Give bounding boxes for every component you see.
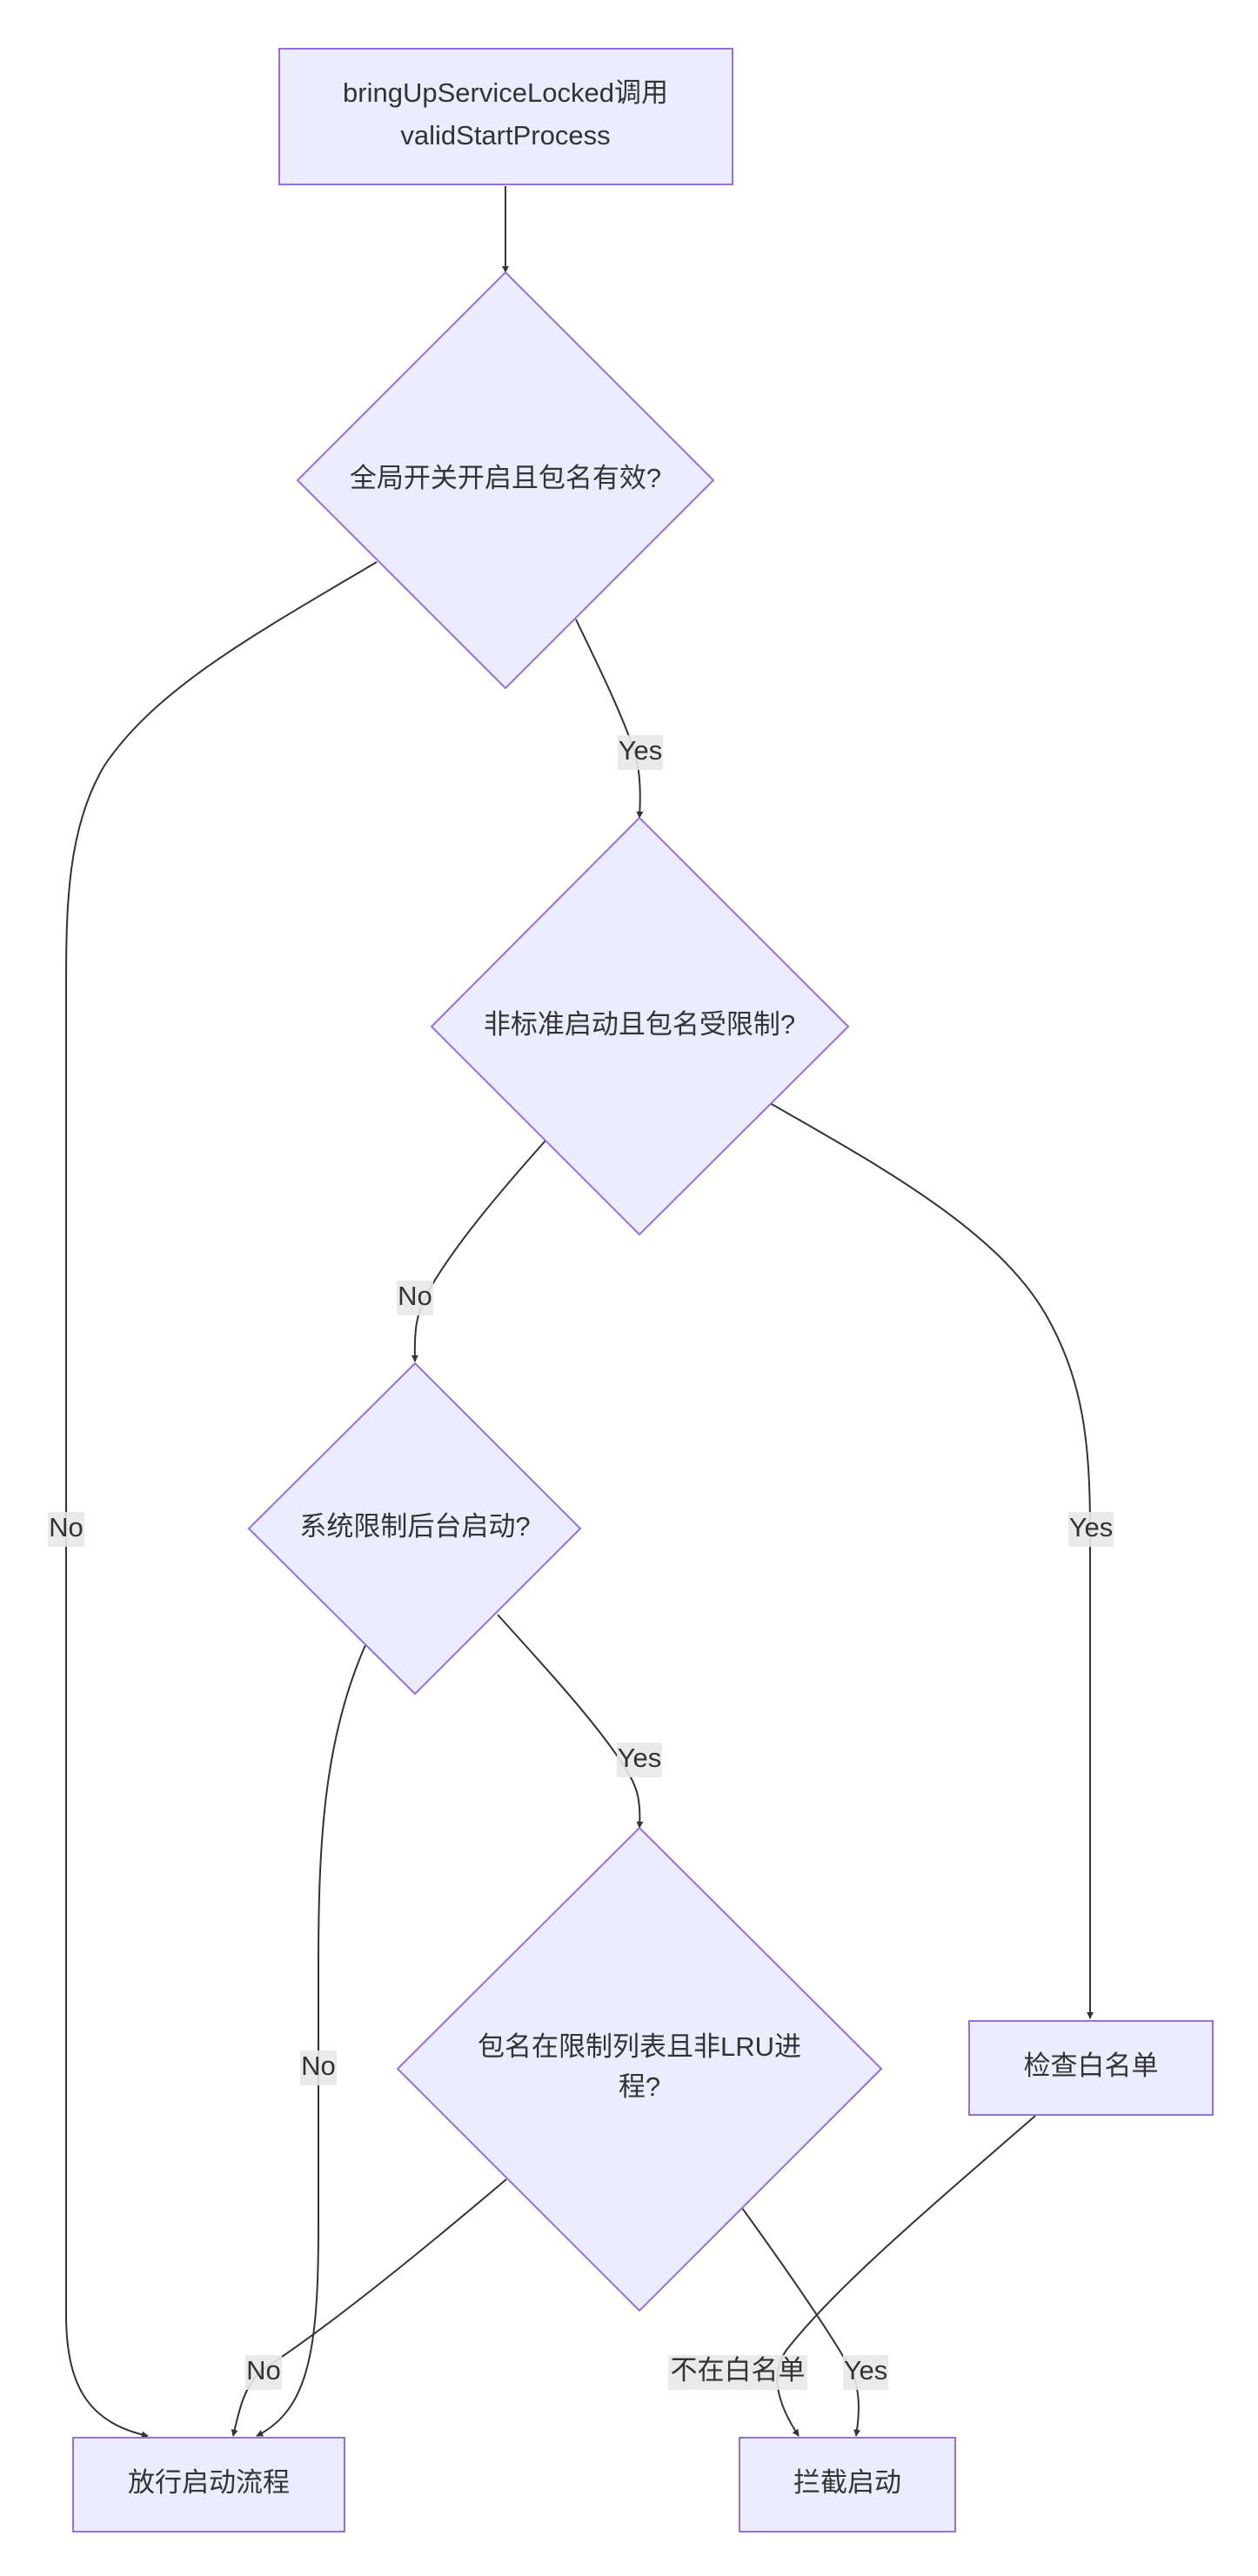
edge-d2-to-check-yes	[769, 1102, 1094, 2019]
edge-label-d3-yes-text: Yes	[618, 1743, 662, 1773]
edge-label-d1-yes: Yes	[618, 735, 663, 770]
edge-label-d2-no-text: No	[398, 1281, 432, 1311]
decision-nonstandard-start	[430, 816, 850, 1236]
edge-label-d4-no: No	[245, 2355, 282, 2390]
edge-labels: No Yes No Yes No Yes No Yes	[48, 735, 1114, 2390]
block-start-text: 拦截启动	[793, 2467, 901, 2498]
edge-d2-to-d3-no	[411, 1139, 547, 1362]
block-start-node	[739, 2437, 956, 2533]
edge-label-d2-yes: Yes	[1068, 1512, 1114, 1547]
edge-check-to-block	[776, 2115, 1036, 2437]
edge-label-d3-no-text: No	[301, 2051, 336, 2081]
check-whitelist-text: 检查白名单	[1024, 2051, 1159, 2081]
edge-d4-to-allow-no	[231, 2178, 507, 2437]
decision-system-restrict	[247, 1362, 582, 1696]
edge-d1-to-d2-yes	[575, 619, 644, 819]
start-node	[278, 48, 733, 185]
nodes: bringUpServiceLocked调用 validStartProcess…	[72, 48, 1214, 2533]
edge-d4-to-block-yes	[741, 2207, 861, 2437]
edge-label-d4-yes: Yes	[843, 2355, 888, 2390]
decision-restrict-list-line-2: 程?	[619, 2071, 660, 2102]
start-node-line-2: validStartProcess	[400, 120, 610, 151]
edge-d3-to-allow-no	[256, 1644, 366, 2437]
edge-label-not-in-whitelist: 不在白名单	[668, 2355, 807, 2390]
allow-start-node	[72, 2437, 345, 2533]
edge-label-d4-no-text: No	[246, 2355, 281, 2385]
start-node-line-1: bringUpServiceLocked调用	[343, 77, 668, 108]
edge-label-d2-yes-text: Yes	[1069, 1512, 1114, 1542]
decision-global-switch-text: 全局开关开启且包名有效?	[350, 463, 661, 493]
allow-start-text: 放行启动流程	[128, 2467, 290, 2498]
decision-restrict-list	[396, 1826, 883, 2312]
edge-label-d1-no-text: No	[49, 1512, 84, 1542]
edge-d3-to-d4-yes	[497, 1614, 644, 1829]
decision-restrict-list-line-1: 包名在限制列表且非LRU进	[478, 2031, 801, 2062]
edge-label-not-in-whitelist-text: 不在白名单	[671, 2355, 806, 2385]
edge-label-d2-no: No	[397, 1281, 433, 1315]
check-whitelist-node	[968, 2020, 1214, 2116]
edge-label-d4-yes-text: Yes	[844, 2355, 888, 2385]
edge-label-d3-yes: Yes	[617, 1743, 662, 1777]
edge-label-d3-no: No	[300, 2051, 337, 2085]
decision-nonstandard-start-text: 非标准启动且包名受限制?	[484, 1009, 795, 1040]
edge-label-d1-yes-text: Yes	[619, 735, 663, 766]
edge-label-d1-no: No	[48, 1512, 84, 1547]
decision-system-restrict-text: 系统限制后台启动?	[299, 1511, 530, 1542]
edge-d1-to-allow-no	[65, 561, 378, 2439]
decision-global-switch	[296, 271, 715, 690]
